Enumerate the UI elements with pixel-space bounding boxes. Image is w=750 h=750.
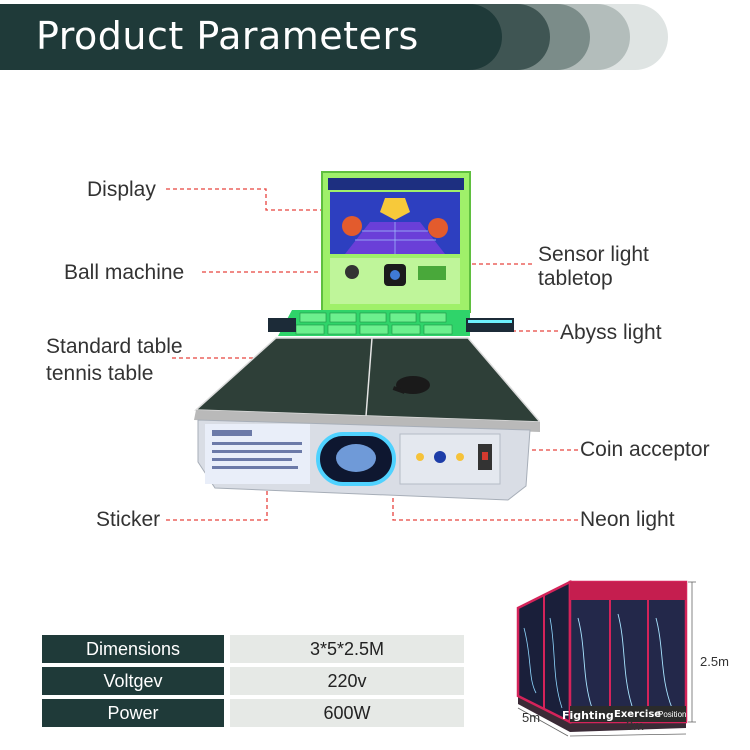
label-display: Display bbox=[87, 178, 156, 201]
spec-key: Power bbox=[42, 699, 224, 727]
leader-sticker bbox=[166, 462, 268, 521]
paddle-on-table bbox=[396, 376, 430, 394]
booth-sign-right: Position bbox=[658, 710, 687, 719]
spec-row-dimensions: Dimensions 3*5*2.5M bbox=[42, 635, 464, 663]
spec-row-power: Power 600W bbox=[42, 699, 464, 727]
spec-value: 220v bbox=[230, 667, 464, 695]
page-title: Product Parameters bbox=[36, 14, 419, 58]
screen-paddle-right bbox=[428, 218, 448, 238]
screen-emblem bbox=[380, 198, 410, 220]
booth-illustration bbox=[516, 579, 696, 737]
booth-depth-label: 5m bbox=[522, 710, 541, 725]
label-standard-table-1: Standard table bbox=[46, 335, 183, 358]
booth-sign-mid: Exercise bbox=[614, 709, 662, 720]
leader-display bbox=[166, 188, 330, 211]
display-header bbox=[328, 178, 464, 190]
booth-height-label: 2.5m bbox=[700, 654, 729, 669]
label-sensor-1: Sensor light bbox=[538, 243, 649, 266]
booth-width-label: 3m bbox=[626, 718, 645, 733]
label-sensor-2: tabletop bbox=[538, 267, 613, 290]
tennis-table bbox=[196, 338, 540, 422]
label-coin-acceptor: Coin acceptor bbox=[580, 438, 710, 461]
label-standard-table-2: tennis table bbox=[46, 362, 154, 385]
wing-left bbox=[268, 318, 296, 332]
spec-key: Voltgev bbox=[42, 667, 224, 695]
specs-table: Dimensions 3*5*2.5M Voltgev 220v Power 6… bbox=[42, 635, 464, 731]
spec-row-voltage: Voltgev 220v bbox=[42, 667, 464, 695]
spec-key: Dimensions bbox=[42, 635, 224, 663]
booth-thumbnail: Fighting Exercise Position 2.5m 5m 3m bbox=[512, 568, 748, 748]
header-banner: Product Parameters bbox=[0, 0, 750, 74]
screen-paddle-left bbox=[342, 216, 362, 236]
label-abyss-light: Abyss light bbox=[560, 321, 662, 344]
booth-sign-left: Fighting bbox=[562, 709, 614, 722]
spec-value: 3*5*2.5M bbox=[230, 635, 464, 663]
label-ball-machine: Ball machine bbox=[64, 261, 185, 284]
label-neon-light: Neon light bbox=[580, 508, 675, 531]
label-sticker: Sticker bbox=[96, 508, 161, 531]
machine-illustration bbox=[194, 171, 540, 501]
banner-bar bbox=[0, 4, 502, 70]
spec-value: 600W bbox=[230, 699, 464, 727]
